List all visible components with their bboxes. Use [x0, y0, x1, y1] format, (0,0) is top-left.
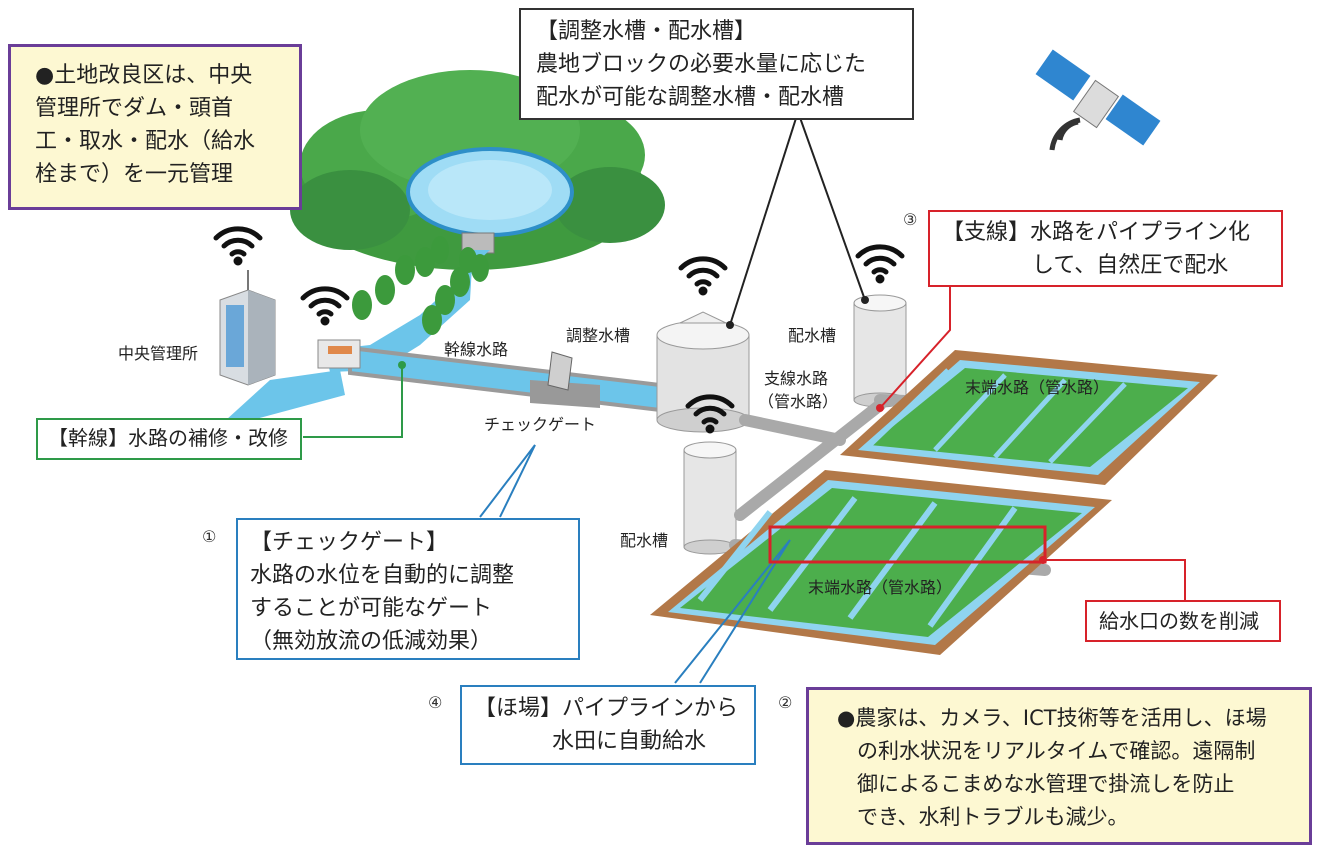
branch-callout: 【支線】水路をパイプライン化 して、自然圧で配水	[928, 210, 1283, 287]
lower-river	[215, 370, 345, 430]
callout-line: 水路の水位を自動的に調整	[250, 563, 515, 588]
central-office-label: 中央管理所	[118, 344, 199, 363]
callout-line: の利水状況をリアルタイムで確認。遠隔制	[857, 739, 1256, 763]
distribution-tank-bottom	[683, 441, 737, 555]
callout-line: 農地ブロックの必要水量に応じた	[536, 52, 867, 77]
check-gate-label: チェックゲート	[484, 415, 597, 434]
callout-line: 給水口の数を削減	[1099, 609, 1259, 633]
farmers-callout: ●農家は、カメラ、ICT技術等を活用し、ほ場 の利水状況をリアルタイムで確認。遠…	[806, 687, 1312, 845]
wifi-icon	[678, 256, 728, 296]
check-gate-callout: 【チェックゲート】 水路の水位を自動的に調整 することが可能なゲート （無効放流…	[236, 518, 580, 660]
callout-line: でき、水利トラブルも減少。	[857, 805, 1129, 829]
callout-line: 管理所でダム・頭首	[35, 96, 234, 121]
leader-line-tank-right	[797, 111, 866, 301]
callout-line: 工・取水・配水（給水	[35, 129, 256, 154]
leader-line-main	[303, 365, 403, 438]
wifi-icon	[685, 394, 735, 434]
distribution-tank-top	[853, 294, 907, 408]
regulating-tank	[656, 311, 750, 433]
callout-line: 御によるこまめな水管理で掛流しを防止	[857, 772, 1235, 796]
leader-line-outlet	[1040, 559, 1186, 600]
leader-line-tank-left	[729, 111, 799, 326]
number-3: ③	[903, 210, 918, 229]
terminal-canal-bottom-label: 末端水路（管水路）	[808, 578, 953, 597]
callout-line: 【調整水槽・配水槽】	[536, 19, 757, 44]
branch-canal-sub-label: （管水路）	[758, 392, 839, 411]
callout-line: 栓まで）を一元管理	[35, 162, 234, 187]
callout-line: 【幹線】水路の補修・改修	[48, 426, 288, 450]
outlet-highlight-box	[768, 525, 1047, 564]
callout-line: 配水が可能な調整水槽・配水槽	[536, 85, 845, 110]
callout-line: 【支線】水路をパイプライン化	[942, 220, 1251, 245]
wifi-icon	[855, 244, 905, 284]
satellite-icon	[1035, 49, 1161, 151]
distribution-tank-top-label: 配水槽	[788, 326, 837, 345]
paddy-field-upper	[840, 350, 1218, 485]
callout-line: ●農家は、カメラ、ICT技術等を活用し、ほ場	[837, 706, 1267, 730]
leader-line-branch	[879, 285, 951, 409]
tank-callout: 【調整水槽・配水槽】 農地ブロックの必要水量に応じた 配水が可能な調整水槽・配水…	[519, 8, 914, 120]
trees	[352, 236, 489, 335]
central-office-building	[219, 270, 276, 386]
main-canal-label: 幹線水路	[444, 340, 509, 359]
wifi-icon	[213, 226, 263, 266]
callout-line: 【ほ場】パイプラインから	[474, 696, 739, 721]
callout-line: することが可能なゲート	[250, 596, 493, 621]
wifi-icon	[300, 286, 350, 326]
field-callout: 【ほ場】パイプラインから 水田に自動給水	[460, 685, 756, 765]
number-4: ④	[428, 693, 443, 712]
outlet-callout: 給水口の数を削減	[1085, 600, 1281, 642]
number-2: ②	[778, 693, 793, 712]
number-1: ①	[202, 527, 217, 546]
callout-line: ●土地改良区は、中央	[35, 63, 253, 88]
check-gate-structure	[530, 351, 600, 408]
distribution-tank-bottom-label: 配水槽	[620, 531, 669, 550]
regulating-tank-label: 調整水槽	[566, 326, 631, 345]
leader-line-check-gate	[479, 444, 536, 518]
callout-line: して、自然圧で配水	[1032, 253, 1229, 278]
terminal-canal-top-label: 末端水路（管水路）	[965, 378, 1110, 397]
leader-line-field	[674, 539, 791, 684]
branch-canal-label: 支線水路	[764, 369, 829, 388]
callout-line: 水田に自動給水	[552, 729, 707, 754]
callout-line: 【チェックゲート】	[250, 530, 449, 555]
callout-line: （無効放流の低減効果）	[250, 629, 493, 654]
main-line-callout: 【幹線】水路の補修・改修	[36, 418, 302, 460]
central-management-callout: ●土地改良区は、中央 管理所でダム・頭首 工・取水・配水（給水 栓まで）を一元管…	[8, 44, 302, 210]
